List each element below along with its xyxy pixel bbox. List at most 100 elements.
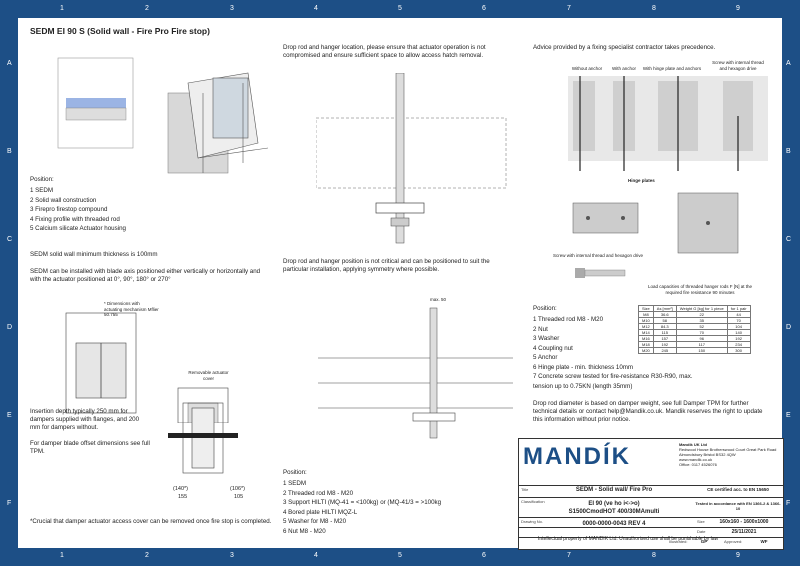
advice-note: Advice provided by a fixing specialist c… (533, 44, 716, 51)
column-number: 8 (652, 5, 656, 12)
list-item: 7 Concrete screw tested for fire-resista… (533, 373, 693, 390)
drop-rod-note-1: Drop rod and hanger location, please ens… (283, 44, 486, 59)
size-label: Size (697, 519, 705, 524)
table-cell: 245 (652, 347, 677, 354)
row-letter: C (7, 236, 13, 243)
row-letter: D (7, 324, 13, 331)
drawing-number: 0000-0000-0043 REV 4 (582, 521, 646, 527)
list-item: 2 Nut (533, 325, 548, 333)
list-item: 4 Fixing profile with threaded rod (30, 215, 120, 223)
column-number: 8 (652, 552, 656, 559)
list-item: 4 Coupling nut (533, 344, 573, 352)
date-value: 25/11/2021 (731, 529, 757, 535)
list-item: 6 Nut M8 - M20 (283, 527, 326, 535)
list-item: 1 Threaded rod M8 - M20 (533, 316, 604, 323)
dim-140: (140*) (173, 486, 188, 492)
hanger-detail-drawing (168, 402, 238, 474)
column-number: 2 (145, 5, 149, 12)
screw-label: Screw with internal thread and hexagon d… (553, 253, 644, 258)
list-item: 5 Anchor (533, 354, 558, 361)
row-letter: B (786, 148, 791, 155)
table-header: for 1 pair (726, 305, 751, 312)
title-block: MANDÍK Mandik UK Ltd Redwood House Broth… (518, 438, 784, 550)
size-row: Size 160x160 - 1600x1000 Drawing No. 000… (519, 517, 783, 528)
left-position-list: 1 SEDM 2 Solid wall construction 3 Firep… (30, 186, 126, 234)
position-label: Position: (30, 176, 54, 183)
table-cell: 300 (726, 347, 751, 354)
column-number: 7 (567, 552, 571, 559)
page-title: SEDM EI 90 S (Solid wall - Fire Pro Fire… (30, 26, 210, 36)
load-table: Size As [mm²] Weight G [kg] for 1 piece … (638, 305, 751, 354)
date-label: Date (697, 529, 706, 534)
anchor-label: Without anchor (571, 66, 603, 71)
column-number: 2 (145, 552, 149, 559)
min-thickness-note: SEDM solid wall minimum thickness is 100… (30, 251, 158, 258)
classification-1: EI 90 (ve ho i<->o) (588, 501, 640, 507)
row-letter: E (7, 412, 12, 419)
insertion-note: Insertion depth typically 250 mm for dam… (30, 408, 140, 431)
anchor-types-drawing (568, 76, 768, 171)
right-position-list: 1 Threaded rod M8 - M20 2 Nut 3 Washer 4… (533, 315, 713, 391)
weight-note: Drop rod diameter is based on damper wei… (533, 400, 763, 423)
anchor-label: With hinge plate and anchors (642, 66, 702, 71)
dim-155: 155 (178, 494, 188, 500)
list-item: 2 Solid wall construction (30, 196, 97, 204)
list-item: 4 Bored plate HILTI MQZ-L (283, 508, 358, 516)
hinge-plate-drawing (572, 202, 639, 234)
load-capacity-caption: Load capacities of threaded hanger rods … (647, 284, 753, 295)
hinge-plate-square-drawing (677, 192, 739, 254)
row-letter: F (7, 500, 12, 507)
hinge-plates-label: Hinge plates (628, 178, 655, 183)
company-info: Mandik UK Ltd Redwood House Brotherswood… (679, 442, 779, 467)
drop-rod-note-2: Drop rod and hanger position is not crit… (283, 258, 490, 273)
classification-2: S1500CmodHOT 400/30MAmulti (568, 509, 660, 515)
blade-offset-note: For damper blade offset dimensions see f… (30, 440, 150, 455)
row-letter: B (7, 148, 12, 155)
column-number: 4 (314, 552, 318, 559)
classification-row: Classification EI 90 (ve ho i<->o) S1500… (519, 497, 783, 518)
company-website: www.mandik.co.uk (679, 457, 713, 462)
column-number: 9 (736, 552, 740, 559)
anchor-label: Screw with internal thread and hexagon d… (712, 60, 764, 71)
removable-cover-label: Removable actuator cover (188, 370, 229, 381)
company-name: Mandik UK Ltd (679, 442, 707, 447)
column-number: 5 (398, 552, 402, 559)
middle-position-list: 1 SEDM 2 Threaded rod M8 - M20 3 Support… (283, 479, 441, 536)
ce-certification: CE certified acc. to EN 15650 (707, 487, 769, 492)
company-address: Redwood House Brotherswood Court Great P… (679, 447, 777, 457)
list-item: 2 Threaded rod M8 - M20 (283, 489, 354, 497)
anchor-label: With anchor (611, 66, 636, 71)
approved-label: Approved: (724, 539, 743, 544)
dimensions-note: * Dimensions with actuating mechanism Mf… (104, 301, 159, 317)
approved-value: WF (760, 539, 768, 544)
max-50-label: max. 50 (430, 297, 447, 302)
approval-row: Illustrated: GP Approved: WF (519, 537, 783, 548)
intellectual-property-note: Intellectual property of MANDIK Ltd. Una… (538, 536, 719, 542)
column-number: 7 (567, 5, 571, 12)
column-number: 6 (482, 5, 486, 12)
date-row: Date 25/11/2021 (519, 527, 783, 538)
illustrated-value: GP (700, 539, 708, 544)
drop-rod-drawing (316, 73, 507, 244)
title-label: Title (521, 487, 529, 492)
column-number: 1 (60, 552, 64, 559)
table-cell: 150 (675, 347, 728, 354)
illustrated-label: Illustrated: (669, 539, 688, 544)
list-item: 6 Hinge plate - min. thickness 10mm (533, 363, 634, 371)
screw-icon (575, 268, 626, 278)
hanger-section-drawing (318, 307, 513, 439)
list-item: 3 Support HILTI (MQ-41 = <100kg) or (MQ-… (283, 499, 442, 506)
row-letter: A (786, 60, 791, 67)
sedm-3d-drawing (57, 57, 269, 174)
drawing-paper: SEDM EI 90 S (Solid wall - Fire Pro Fire… (18, 18, 784, 550)
row-letter: D (786, 324, 792, 331)
list-item: 3 Washer (533, 335, 560, 342)
title-row: Title SEDM - Solid wall/ Fire Pro CE cer… (519, 485, 783, 496)
size-value: 160x160 - 1600x1000 (719, 519, 769, 525)
row-letter: A (7, 60, 12, 67)
drawing-number-label: Drawing No. (521, 519, 544, 524)
column-number: 4 (314, 5, 318, 12)
row-letter: C (786, 236, 792, 243)
